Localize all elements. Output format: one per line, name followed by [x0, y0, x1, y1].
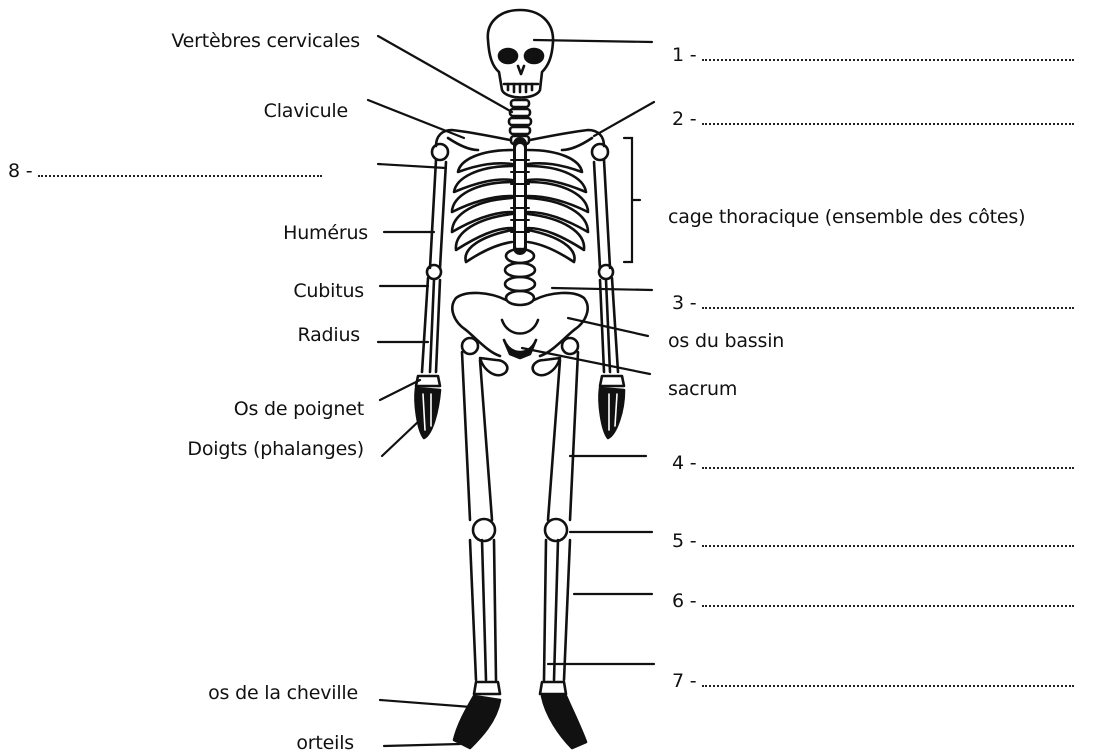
- blank-5-line[interactable]: [702, 541, 1074, 547]
- blank-1-number: 1 -: [672, 44, 696, 66]
- blank-3[interactable]: 3 -: [672, 292, 1074, 314]
- blank-6-number: 6 -: [672, 590, 696, 612]
- label-toes: orteils: [296, 732, 354, 754]
- blank-1[interactable]: 1 -: [672, 44, 1074, 66]
- label-cervical-vertebrae: Vertèbres cervicales: [171, 30, 360, 52]
- skull: [488, 10, 553, 98]
- blank-1-line[interactable]: [702, 55, 1074, 61]
- spine: [505, 100, 535, 305]
- blank-6-line[interactable]: [702, 601, 1074, 607]
- label-wrist-bones: Os de poignet: [234, 398, 364, 420]
- arm-right: [594, 160, 624, 438]
- label-ankle-bones: os de la cheville: [208, 682, 358, 704]
- blank-4-line[interactable]: [702, 463, 1074, 469]
- blank-7-line[interactable]: [702, 681, 1074, 687]
- leg-left: [454, 352, 500, 748]
- blank-5[interactable]: 5 -: [672, 530, 1074, 552]
- blank-7[interactable]: 7 -: [672, 670, 1074, 692]
- label-radius: Radius: [297, 324, 360, 346]
- label-fingers: Doigts (phalanges): [187, 438, 364, 460]
- blank-4[interactable]: 4 -: [672, 452, 1074, 474]
- blank-2-number: 2 -: [672, 108, 696, 130]
- label-rib-cage: cage thoracique (ensemble des côtes): [668, 206, 1025, 228]
- label-clavicle: Clavicule: [264, 100, 348, 122]
- blank-8-line[interactable]: [38, 171, 322, 177]
- blank-6[interactable]: 6 -: [672, 590, 1074, 612]
- blank-2-line[interactable]: [702, 119, 1074, 125]
- blank-2[interactable]: 2 -: [672, 108, 1074, 130]
- leg-right: [540, 352, 586, 748]
- blank-8[interactable]: 8 -: [8, 160, 322, 182]
- blank-4-number: 4 -: [672, 452, 696, 474]
- label-pelvis: os du bassin: [668, 330, 784, 352]
- blank-7-number: 7 -: [672, 670, 696, 692]
- label-ulna: Cubitus: [293, 280, 364, 302]
- arm-left: [415, 160, 446, 438]
- blank-8-number: 8 -: [8, 160, 32, 182]
- blank-3-number: 3 -: [672, 292, 696, 314]
- label-humerus: Humérus: [283, 222, 368, 244]
- blank-5-number: 5 -: [672, 530, 696, 552]
- label-sacrum: sacrum: [668, 378, 737, 400]
- blank-3-line[interactable]: [702, 303, 1074, 309]
